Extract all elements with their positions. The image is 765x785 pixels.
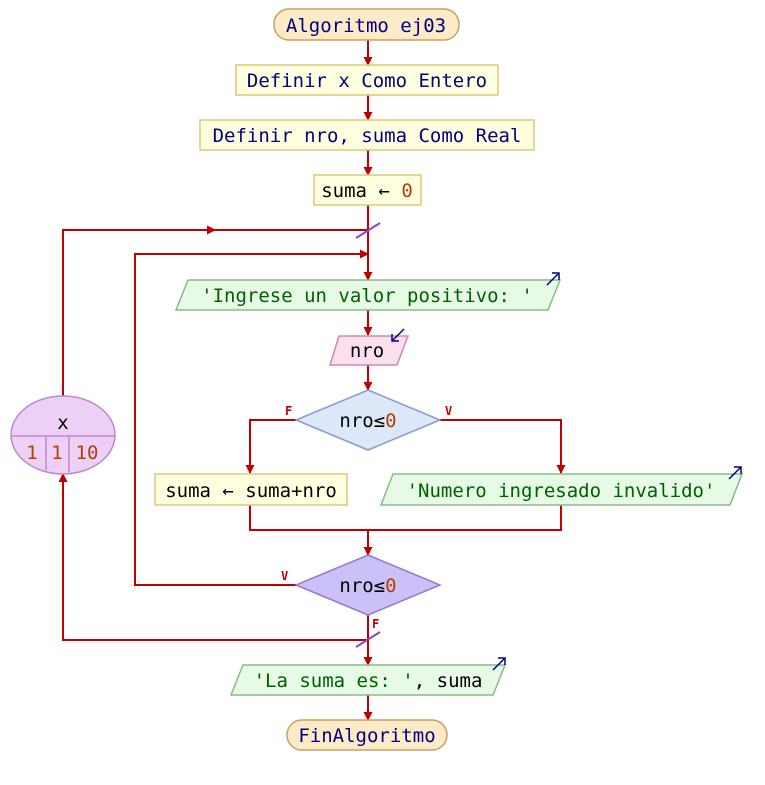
end-token-0: FinAlgoritmo <box>298 725 435 747</box>
assign-suma-box[interactable] <box>313 174 422 206</box>
end-terminal[interactable] <box>286 719 448 751</box>
invalid-label: 'Numero ingresado invalido' <box>407 480 716 502</box>
for-step-label: 1 <box>51 442 62 464</box>
assign-suma-label: suma ← 0 <box>321 180 413 202</box>
read-nro-label: nro <box>350 340 384 362</box>
read-token-0: nro <box>350 340 384 362</box>
for-loop-node[interactable]: x 1 1 10 <box>10 395 116 475</box>
decision2-label: nro≤0 <box>339 575 396 597</box>
def_nro-token-0: Definir nro, suma Como Real <box>213 125 522 147</box>
decision1-label: nro≤0 <box>339 410 396 432</box>
output-arrowhead-icon <box>552 272 560 280</box>
output-arrow-icon-2 <box>728 466 742 480</box>
sum-assign-box[interactable] <box>154 473 348 506</box>
result-output[interactable] <box>229 664 507 696</box>
start-terminal[interactable] <box>273 8 460 41</box>
sum-assign-label: suma ← suma+nro <box>165 480 337 502</box>
result-label: 'La suma es: ', suma <box>254 670 483 692</box>
edge-for-return-top <box>62 229 368 396</box>
decision1-true-label: V <box>445 404 452 418</box>
define-x-label: Definir x Como Entero <box>247 70 487 92</box>
start-token-0: Algoritmo ej03 <box>286 15 446 37</box>
start-label: Algoritmo ej03 <box>286 15 446 37</box>
edge-cond2-true-loopback <box>134 249 369 586</box>
for-start-label: 1 <box>26 442 37 464</box>
decision2-false-label: F <box>372 617 379 631</box>
result-token-1: , suma <box>414 670 483 692</box>
edge-for-exit-loop <box>58 473 368 641</box>
def_x-token-0: Definir x Como Entero <box>247 70 487 92</box>
input-arrow-icon <box>391 328 405 342</box>
cond1-token-0: nro≤ <box>339 410 385 432</box>
read-nro-input[interactable] <box>328 335 410 366</box>
assign-token-0: suma ← <box>321 180 401 202</box>
decision1-false-label: F <box>285 404 292 418</box>
define-nro-suma-label: Definir nro, suma Como Real <box>213 125 522 147</box>
connectors <box>58 40 566 721</box>
for-loop-mark-top <box>355 222 381 239</box>
output-arrow-icon <box>546 272 560 286</box>
end-label: FinAlgoritmo <box>298 725 435 747</box>
cond2-token-0: nro≤ <box>339 575 385 597</box>
define-x-box[interactable] <box>235 64 499 96</box>
prompt-output[interactable] <box>174 279 562 311</box>
output-arrow-icon-3 <box>492 657 506 671</box>
for-var-label: x <box>57 412 68 434</box>
invalid-token-0: 'Numero ingresado invalido' <box>407 480 716 502</box>
for-end-label: 10 <box>76 442 99 464</box>
cond1-token-1: 0 <box>385 410 396 432</box>
output-arrowhead-icon-2 <box>734 466 742 474</box>
output-arrowhead-icon-3 <box>498 657 506 665</box>
cond2-token-1: 0 <box>385 575 396 597</box>
decision-nro-le-0[interactable] <box>294 389 442 451</box>
edge-invalid-merge <box>368 505 562 531</box>
edge-cond1-false <box>245 419 296 474</box>
define-nro-suma-box[interactable] <box>199 119 535 151</box>
prompt-token-0: 'Ingrese un valor positivo: ' <box>201 285 533 307</box>
prompt-label: 'Ingrese un valor positivo: ' <box>201 285 533 307</box>
input-arrowhead-icon <box>391 334 399 342</box>
decision2-true-label: V <box>281 569 288 583</box>
invalid-output[interactable] <box>379 473 744 506</box>
assign-token-1: 0 <box>401 180 412 202</box>
sum-token-0: suma ← suma+nro <box>165 480 337 502</box>
edge-sum-merge <box>249 505 368 531</box>
result-token-0: 'La suma es: ' <box>254 670 414 692</box>
edge-cond1-true <box>440 419 566 474</box>
loop-decision-nro-le-0[interactable] <box>294 554 442 616</box>
for-loop-mark-bottom <box>355 631 381 648</box>
